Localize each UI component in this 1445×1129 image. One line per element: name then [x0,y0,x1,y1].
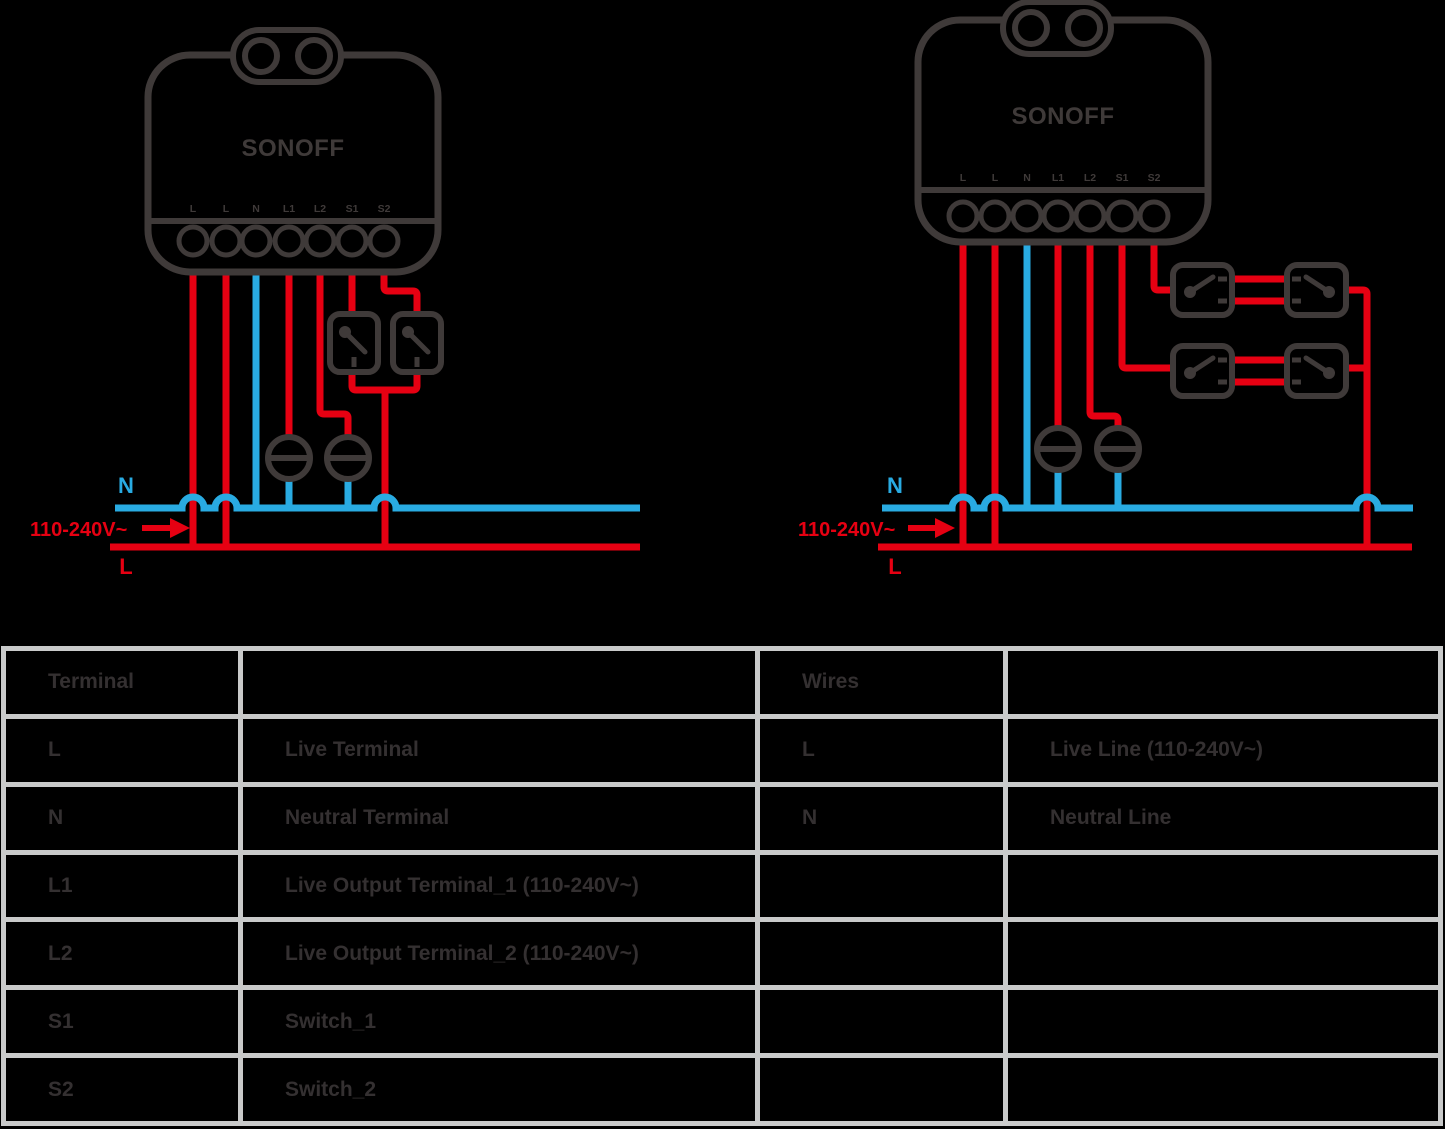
neutral-line-label: N [887,473,903,498]
lamp1-icon [265,434,313,482]
terminal-label-l: L [960,172,967,184]
table-cell-terminal-key: L2 [6,922,238,986]
table-cell-terminal-desc: Live Terminal [243,718,755,782]
table-cell-wire-key: N [760,786,1003,850]
wire-s1-to-switch-pair-lower [1118,230,1178,372]
table-cell-wire-desc [1008,922,1438,986]
table-cell-terminal-key: S1 [6,990,238,1054]
terminal-hole-icon [367,224,401,258]
table-cell-wire-desc: Neutral Line [1008,786,1438,850]
terminal-label-s2: S2 [378,203,391,215]
neutral-line [115,493,640,512]
terminal-label-n: N [252,203,260,215]
table-header-wires-desc [1008,651,1438,714]
mounting-hole-icon [1065,9,1103,47]
device-logo: SONOFF [242,135,345,162]
two-way-switch-lower-right-icon [1284,343,1349,399]
terminal-hole-icon [1105,199,1139,233]
live-line-label: L [888,554,901,579]
table-cell-terminal-desc: Neutral Terminal [243,786,755,850]
two-way-switch-upper-right-icon [1284,262,1349,318]
live-line-label: L [119,554,132,579]
table-cell-terminal-key: N [6,786,238,850]
diagram-single-switch: SONOFF L L N L1 L2 S1 S2 [30,27,640,579]
terminal-label-l1: L1 [1052,172,1064,184]
wire-s2-to-switch-pair-upper [1150,230,1178,294]
table-cell-wire-key [760,1058,1003,1121]
table-cell-terminal-key: S2 [6,1058,238,1121]
neutral-line-label: N [118,473,134,498]
lamp1-icon [1034,425,1082,473]
terminal-label-s1: S1 [346,203,359,215]
table-header-wires: Wires [760,651,1003,714]
terminal-label-l2: L2 [314,203,326,215]
table-cell-terminal-desc: Live Output Terminal_1 (110-240V~) [243,854,755,918]
two-way-switch-lower-left-icon [1170,343,1235,399]
terminal-hole-icon [1010,199,1044,233]
terminal-hole-icon [1137,199,1171,233]
table-cell-wire-key [760,854,1003,918]
table-cell-terminal-key: L1 [6,854,238,918]
voltage-label: 110-240V~ [30,519,127,541]
table-cell-terminal-key: L [6,718,238,782]
terminal-label-l: L [223,203,230,215]
terminal-hole-icon [239,224,273,258]
terminal-hole-icon [946,199,980,233]
wire-l2-to-lamp2 [316,260,352,437]
table-cell-wire-desc: Live Line (110-240V~) [1008,718,1438,782]
terminal-hole-icon [978,199,1012,233]
table-cell-wire-desc [1008,990,1438,1054]
terminal-hole-icon [1073,199,1107,233]
terminal-hole-icon [303,224,337,258]
mounting-hole-icon [1012,9,1050,47]
wire-s2-to-switch2 [380,260,421,318]
voltage-label: 110-240V~ [798,519,895,541]
terminal-label-l2: L2 [1084,172,1096,184]
terminal-label-s2: S2 [1148,172,1161,184]
table-header-terminal-desc [243,651,755,714]
sonoff-device [144,51,442,276]
arrow-head-icon [170,518,190,538]
mounting-tab [1000,0,1114,57]
terminal-hole-icon [1041,199,1075,233]
table-cell-wire-desc [1008,1058,1438,1121]
wiring-diagrams: SONOFF L L N L1 L2 S1 S2 [30,0,1413,579]
table-cell-wire-desc [1008,854,1438,918]
table-cell-terminal-desc: Switch_1 [243,990,755,1054]
mounting-hole-icon [295,37,333,75]
switch2-icon [390,311,444,375]
terminal-wires-table: Terminal Wires L Live Terminal L Live Li… [1,646,1443,1126]
mounting-tab [230,27,344,85]
neutral-line [882,493,1413,512]
arrow-head-icon [935,518,955,538]
wire-upper-pair-return [1343,286,1371,547]
two-way-switch-upper-left-icon [1170,262,1235,318]
table-header-terminal: Terminal [6,651,238,714]
terminal-label-s1: S1 [1116,172,1129,184]
switch1-icon [327,311,381,375]
diagram-two-way-switch: SONOFF L L N L1 L2 S1 S2 [798,0,1413,579]
terminal-label-l1: L1 [283,203,295,215]
mounting-hole-icon [242,37,280,75]
lamp2-icon [1094,425,1142,473]
table-cell-wire-key [760,922,1003,986]
terminal-label-n: N [1023,172,1031,184]
table-cell-wire-key [760,990,1003,1054]
terminal-hole-icon [272,224,306,258]
terminal-label-l: L [190,203,197,215]
table-cell-terminal-desc: Switch_2 [243,1058,755,1121]
terminal-hole-icon [335,224,369,258]
terminal-hole-icon [176,224,210,258]
wire-l2-to-lamp2 [1086,230,1122,429]
device-logo: SONOFF [1012,103,1115,130]
table-cell-terminal-desc: Live Output Terminal_2 (110-240V~) [243,922,755,986]
lamp2-icon [324,434,372,482]
terminal-label-l: L [992,172,999,184]
table-cell-wire-key: L [760,718,1003,782]
